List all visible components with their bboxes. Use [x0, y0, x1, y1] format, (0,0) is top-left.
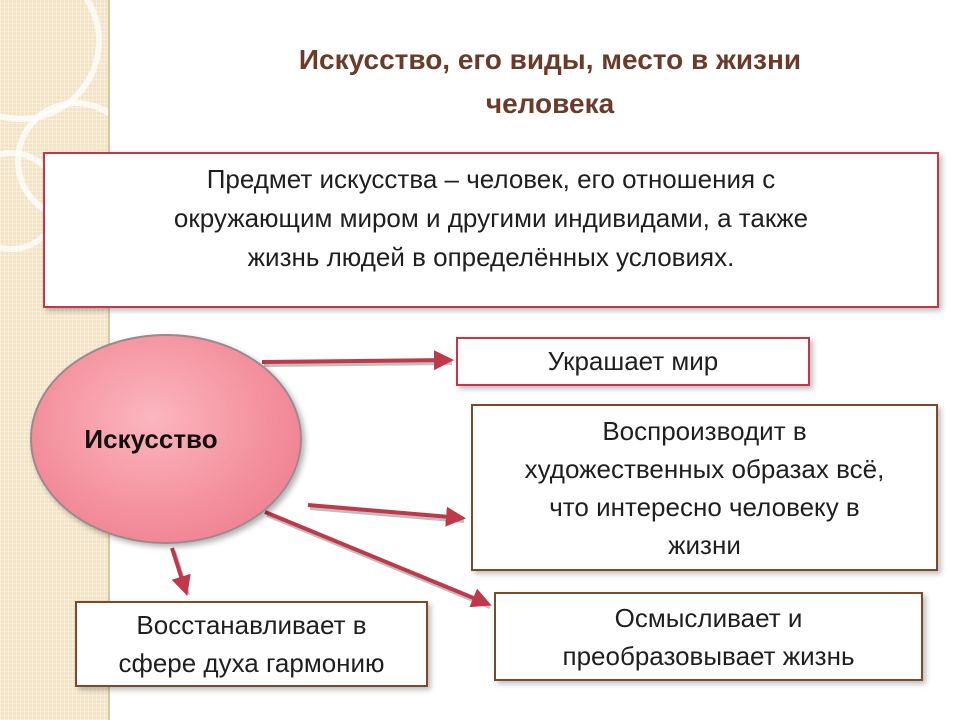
function-box-reproduces: Воспроизводит в художественных образах в… [471, 404, 938, 571]
definition-box: Предмет искусства – человек, его отношен… [43, 152, 939, 308]
definition-line: жизнь людей в определённых условиях. [247, 242, 735, 272]
title-line: человека [485, 88, 615, 119]
function-line: жизни [668, 529, 741, 560]
function-line: преобразовывает жизнь [562, 640, 855, 671]
page-title: Искусство, его виды, место в жизни челов… [190, 38, 910, 126]
arrow-to-reproduces [307, 503, 466, 527]
function-line: Осмысливает и [614, 602, 803, 633]
function-line: Восстанавливает в [136, 610, 367, 640]
function-box-decorates: Украшает мир [456, 337, 810, 386]
arrow-to-decorates [261, 350, 454, 371]
function-box-comprehends: Осмысливает и преобразовывает жизнь [494, 592, 923, 681]
title-line: Искусство, его виды, место в жизни [298, 44, 802, 75]
center-node-label: Искусство [84, 423, 218, 454]
function-line: сфере духа гармонию [118, 648, 385, 678]
definition-line: Предмет искусства – человек, его отношен… [206, 164, 776, 194]
arrow-to-restores [170, 547, 191, 596]
function-box-restores: Восстанавливает в сфере духа гармонию [75, 601, 428, 687]
arrow-to-comprehends [264, 510, 492, 608]
function-line: Воспроизводит в [602, 415, 807, 446]
function-line: художественных образах всё, [524, 453, 885, 484]
function-line: Украшает мир [547, 346, 719, 376]
definition-line: окружающим миром и другими индивидами, а… [173, 203, 809, 233]
function-line: что интересно человеку в [549, 491, 860, 522]
center-node-art: Искусство [30, 334, 302, 544]
